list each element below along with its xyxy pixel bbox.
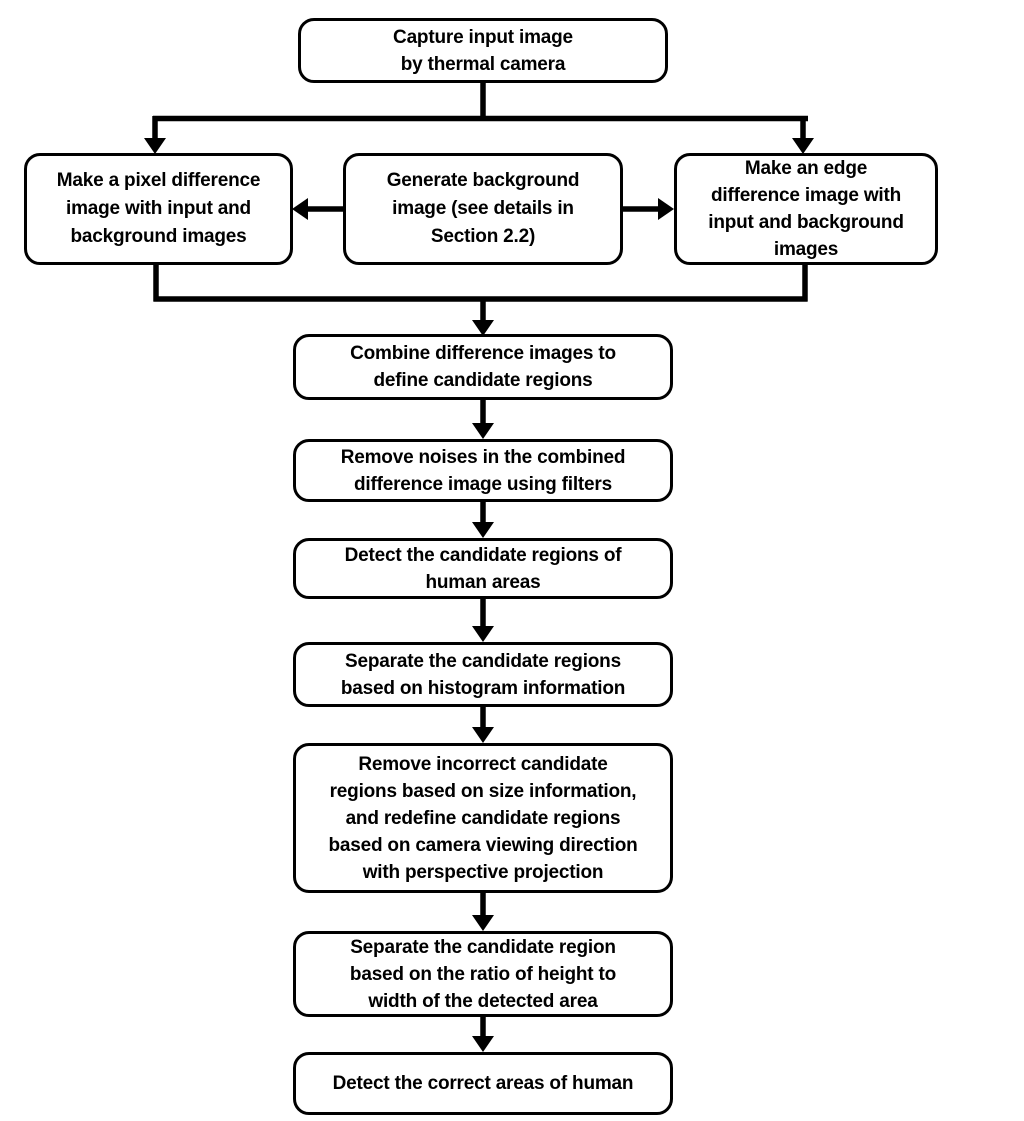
node-label: Make a pixel difference image with input… bbox=[56, 170, 261, 247]
node-generate-background: Generate background image (see details i… bbox=[343, 153, 623, 265]
node-pixel-difference: Make a pixel difference image with input… bbox=[24, 153, 293, 265]
connector-detect-to-histogram bbox=[472, 599, 494, 642]
node-label: Separate the candidate regions based on … bbox=[340, 650, 626, 699]
node-detect-correct-areas: Detect the correct areas of human bbox=[293, 1052, 673, 1115]
node-label: Generate background image (see details i… bbox=[386, 170, 580, 247]
node-combine-difference-images: Combine difference images to define cand… bbox=[293, 334, 673, 400]
node-label: Remove incorrect candidate regions based… bbox=[328, 753, 638, 883]
node-label: Detect the correct areas of human bbox=[332, 1073, 634, 1094]
node-label: Remove noises in the combined difference… bbox=[340, 446, 626, 495]
node-capture-input-image: Capture input image by thermal camera bbox=[298, 18, 668, 83]
node-remove-noises: Remove noises in the combined difference… bbox=[293, 439, 673, 502]
node-label: Detect the candidate regions of human ar… bbox=[344, 544, 622, 593]
node-label: Capture input image by thermal camera bbox=[393, 26, 573, 75]
connector-ratio-to-correct bbox=[472, 1017, 494, 1052]
node-separate-histogram: Separate the candidate regions based on … bbox=[293, 642, 673, 707]
node-separate-ratio: Separate the candidate region based on t… bbox=[293, 931, 673, 1017]
node-detect-candidate-regions: Detect the candidate regions of human ar… bbox=[293, 538, 673, 599]
connector-merge-to-combine bbox=[153, 265, 808, 336]
connector-incorrect-to-ratio bbox=[472, 893, 494, 931]
connector-background-to-pixel bbox=[292, 198, 343, 220]
connector-capture-branch bbox=[144, 83, 814, 154]
connector-histogram-to-incorrect bbox=[472, 707, 494, 743]
node-label: Separate the candidate region based on t… bbox=[349, 936, 617, 1012]
node-edge-difference: Make an edge difference image with input… bbox=[674, 153, 938, 265]
connector-combine-to-noises bbox=[472, 400, 494, 439]
node-remove-incorrect-candidates: Remove incorrect candidate regions based… bbox=[293, 743, 673, 893]
connector-noises-to-detect bbox=[472, 502, 494, 538]
node-label: Combine difference images to define cand… bbox=[350, 343, 616, 391]
node-label: Make an edge difference image with input… bbox=[708, 158, 904, 260]
connector-background-to-edge bbox=[623, 198, 674, 220]
